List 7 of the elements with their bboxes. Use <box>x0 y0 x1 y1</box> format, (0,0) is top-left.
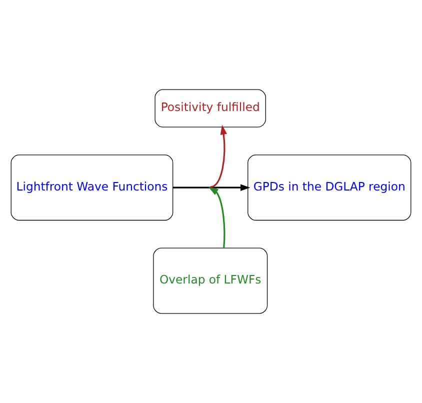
node-box: Lightfront Wave Functions <box>10 154 174 221</box>
arrow <box>210 124 228 188</box>
node-box: Positivity fulfilled <box>154 89 266 128</box>
arrow <box>208 186 226 248</box>
node-box: GPDs in the DGLAP region <box>248 154 412 221</box>
node-box: Overlap of LFWFs <box>153 248 268 314</box>
arrow <box>172 184 250 191</box>
